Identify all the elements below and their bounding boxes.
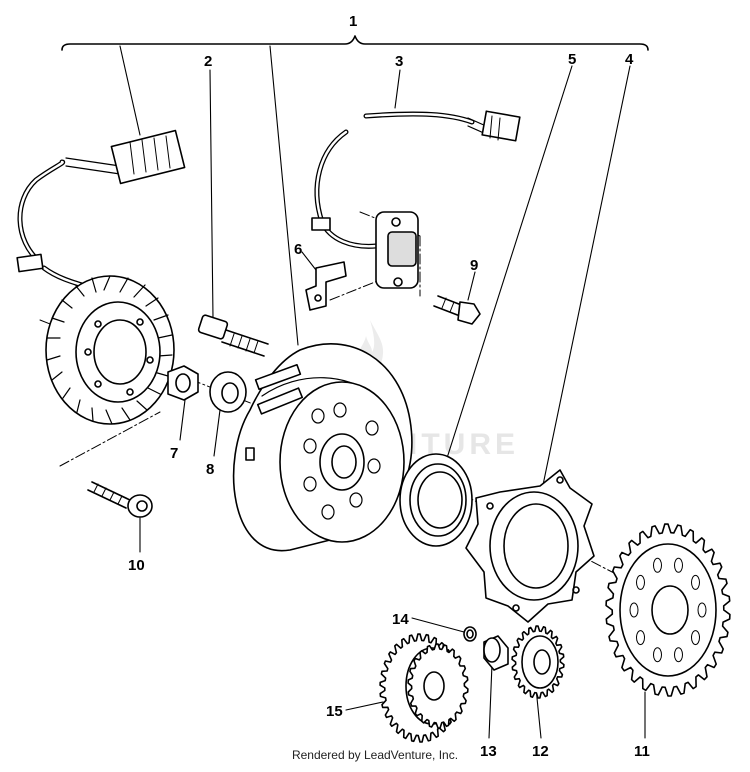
gear-slot bbox=[691, 630, 700, 646]
circlip-14 bbox=[463, 626, 477, 642]
gear-slot bbox=[629, 602, 639, 618]
bolt-9 bbox=[433, 295, 481, 325]
callout-labels: 1 2 3 4 5 6 7 8 9 10 11 12 13 14 15 bbox=[128, 13, 650, 760]
assembly-bracket bbox=[61, 35, 649, 51]
bearing-5 bbox=[399, 453, 473, 547]
callout-6: 6 bbox=[294, 241, 302, 258]
gear-slot bbox=[636, 630, 645, 646]
callout-11: 11 bbox=[634, 743, 650, 760]
reduction-gear-15 bbox=[379, 633, 469, 743]
callout-12: 12 bbox=[532, 743, 549, 760]
stator bbox=[45, 275, 175, 425]
callout-5: 5 bbox=[568, 51, 576, 68]
gear-slot bbox=[653, 647, 662, 663]
gear-slot bbox=[691, 574, 700, 590]
gear-slot bbox=[674, 647, 683, 663]
callout-4: 4 bbox=[625, 51, 634, 68]
callout-2: 2 bbox=[204, 53, 212, 70]
callout-13: 13 bbox=[480, 743, 497, 760]
bolt-2 bbox=[197, 314, 269, 357]
leader-lines bbox=[119, 45, 646, 739]
washer-8 bbox=[209, 371, 247, 413]
gear-slot bbox=[636, 574, 645, 590]
callout-8: 8 bbox=[206, 461, 214, 478]
bracket-6 bbox=[305, 261, 347, 311]
callout-3: 3 bbox=[395, 53, 403, 70]
gear-slot bbox=[697, 602, 707, 618]
driven-gear-11 bbox=[605, 523, 731, 697]
footer-credit: Rendered by LeadVenture, Inc. bbox=[291, 748, 459, 762]
bolt-10 bbox=[87, 481, 153, 518]
callout-7: 7 bbox=[170, 445, 178, 462]
stator-wire-harness bbox=[16, 129, 186, 293]
idler-gear-12 bbox=[511, 625, 565, 699]
nut-7 bbox=[167, 365, 199, 401]
bushing-13 bbox=[483, 635, 509, 671]
callout-14: 14 bbox=[392, 611, 409, 628]
gear-slot bbox=[674, 557, 683, 573]
pickup-wire-3 bbox=[311, 110, 521, 289]
callout-15: 15 bbox=[326, 703, 343, 720]
callout-1: 1 bbox=[349, 13, 357, 30]
gear-slot bbox=[653, 557, 662, 573]
callout-9: 9 bbox=[470, 257, 478, 274]
clutch-housing-4 bbox=[465, 469, 595, 623]
flywheel-rotor bbox=[232, 343, 413, 552]
callout-10: 10 bbox=[128, 557, 145, 574]
